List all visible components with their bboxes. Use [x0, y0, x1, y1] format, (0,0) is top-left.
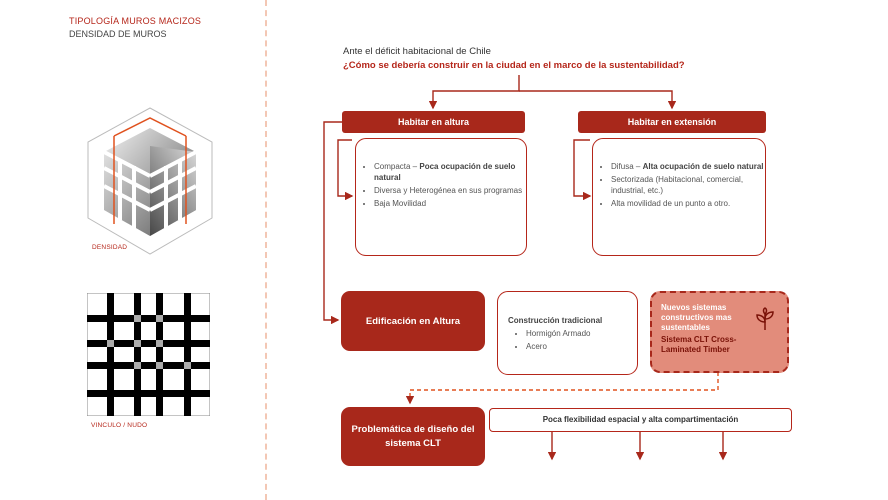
construccion-item-1: Hormigón Armado	[526, 328, 637, 339]
page-title: TIPOLOGÍA MUROS MACIZOS	[69, 16, 202, 26]
extension-item-3: Alta movilidad de un punto a otro.	[611, 198, 765, 209]
question-text: ¿Cómo se debería construir en la ciudad …	[343, 60, 685, 71]
density-image	[87, 107, 213, 255]
problematica-box: Problemática de diseño del sistema CLT	[341, 407, 485, 466]
node-caption: VINCULO / NUDO	[91, 422, 148, 429]
construccion-item-2: Acero	[526, 341, 637, 352]
column-divider	[265, 0, 267, 500]
nuevos-sistemas-box: Nuevos sistemas constructivos mas susten…	[650, 291, 789, 373]
nuevos-subtitle: Sistema CLT Cross-Laminated Timber	[661, 335, 737, 354]
altura-item-1: Compacta – Poca ocupación de suelo natur…	[374, 161, 526, 183]
edificacion-altura-box: Edificación en Altura	[341, 291, 485, 351]
page-subtitle: DENSIDAD DE MUROS	[69, 29, 167, 39]
intro-text: Ante el déficit habitacional de Chile	[343, 46, 491, 57]
nuevos-title: Nuevos sistemas constructivos mas susten…	[661, 303, 732, 332]
density-caption: DENSIDAD	[92, 244, 128, 251]
extension-item-1: Difusa – Alta ocupación de suelo natural	[611, 161, 765, 172]
node-grid-image	[87, 293, 210, 416]
altura-item-3: Baja Movilidad	[374, 198, 526, 209]
extension-item-2: Sectorizada (Habitacional, comercial, in…	[611, 174, 765, 196]
construccion-title: Construcción tradicional	[508, 316, 603, 325]
extension-details-box: Difusa – Alta ocupación de suelo natural…	[592, 138, 766, 256]
altura-details-box: Compacta – Poca ocupación de suelo natur…	[355, 138, 527, 256]
plant-icon	[756, 307, 774, 330]
header-habitar-altura: Habitar en altura	[342, 111, 525, 133]
altura-item-2: Diversa y Heterogénea en sus programas	[374, 185, 526, 196]
poca-flexibilidad-box: Poca flexibilidad espacial y alta compar…	[489, 408, 792, 432]
construccion-tradicional-box: Construcción tradicional Hormigón Armado…	[497, 291, 638, 375]
header-habitar-extension: Habitar en extensión	[578, 111, 766, 133]
